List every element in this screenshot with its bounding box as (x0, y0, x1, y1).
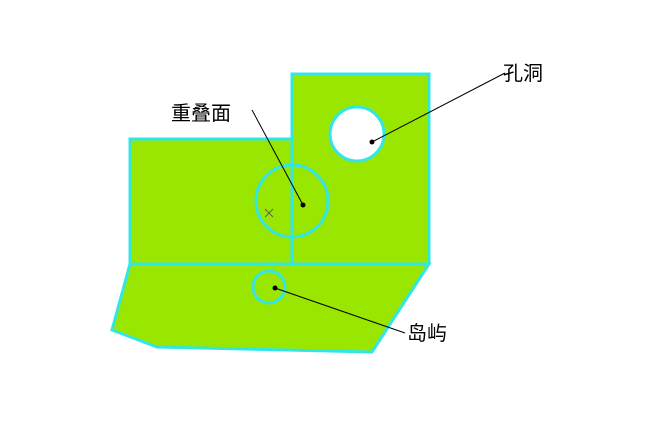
island-label: 岛屿 (407, 321, 447, 345)
overlap-label: 重叠面 (171, 101, 231, 125)
bottom-region (110, 262, 432, 354)
island-circle (251, 269, 287, 305)
right-region (290, 72, 431, 266)
hole-label: 孔洞 (503, 61, 543, 85)
left-region (128, 137, 294, 266)
overlap-leader-line (251, 109, 304, 206)
island-leader-dot (272, 285, 278, 291)
hole-leader-dot (369, 139, 375, 145)
hole-circle (328, 105, 386, 163)
hole-leader-line (371, 72, 506, 143)
overlap-leader-dot (300, 202, 306, 208)
overlap-circle (254, 163, 330, 239)
cross-marker (264, 208, 274, 218)
island-leader-line (274, 287, 406, 334)
